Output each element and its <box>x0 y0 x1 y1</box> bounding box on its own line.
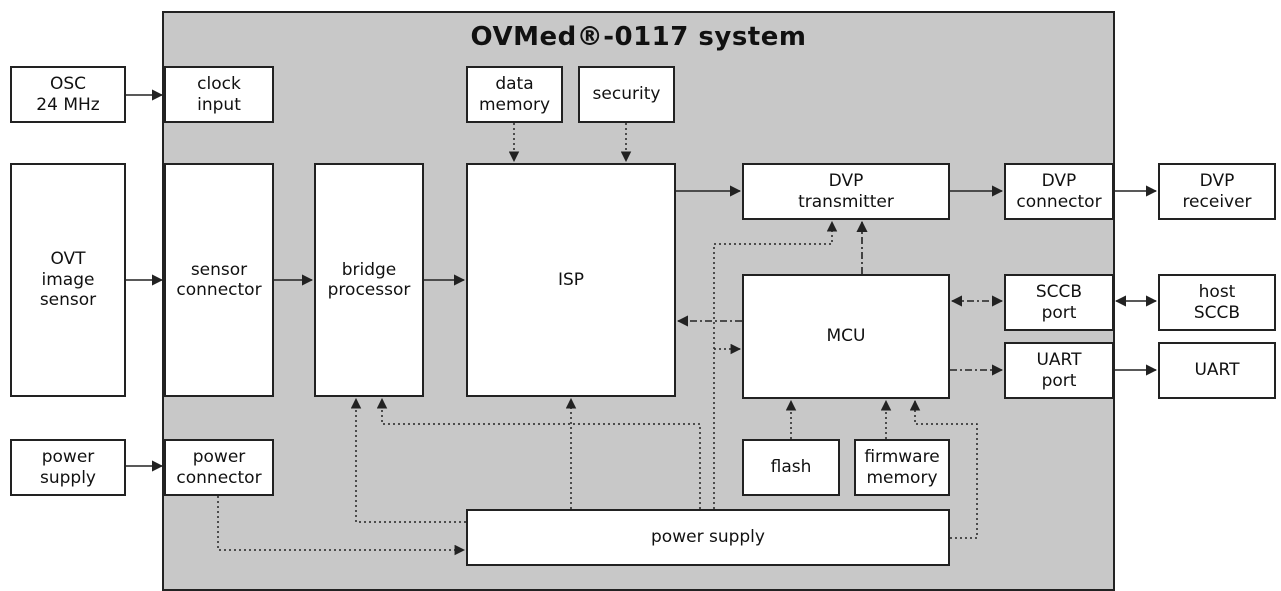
clock-input-block: clock input <box>164 66 274 123</box>
firmware-memory-block: firmware memory <box>854 439 950 496</box>
image-sensor-block: OVT image sensor <box>10 163 126 397</box>
isp-block: ISP <box>466 163 676 397</box>
dvp-connector-block: DVP connector <box>1004 163 1114 220</box>
system-title: OVMed®-0117 system <box>470 22 807 52</box>
dvp-transmitter-block: DVP transmitter <box>742 163 950 220</box>
bridge-processor-block: bridge processor <box>314 163 424 397</box>
data-memory-block: data memory <box>466 66 563 123</box>
uart-external-block: UART <box>1158 342 1276 399</box>
osc-block: OSC 24 MHz <box>10 66 126 123</box>
power-supply-internal-block: power supply <box>466 509 950 566</box>
flash-block: flash <box>742 439 840 496</box>
uart-port-block: UART port <box>1004 342 1114 399</box>
host-sccb-block: host SCCB <box>1158 274 1276 331</box>
power-connector-block: power connector <box>164 439 274 496</box>
security-block: security <box>578 66 675 123</box>
sccb-port-block: SCCB port <box>1004 274 1114 331</box>
dvp-receiver-block: DVP receiver <box>1158 163 1276 220</box>
mcu-block: MCU <box>742 274 950 399</box>
sensor-connector-block: sensor connector <box>164 163 274 397</box>
power-supply-external-block: power supply <box>10 439 126 496</box>
